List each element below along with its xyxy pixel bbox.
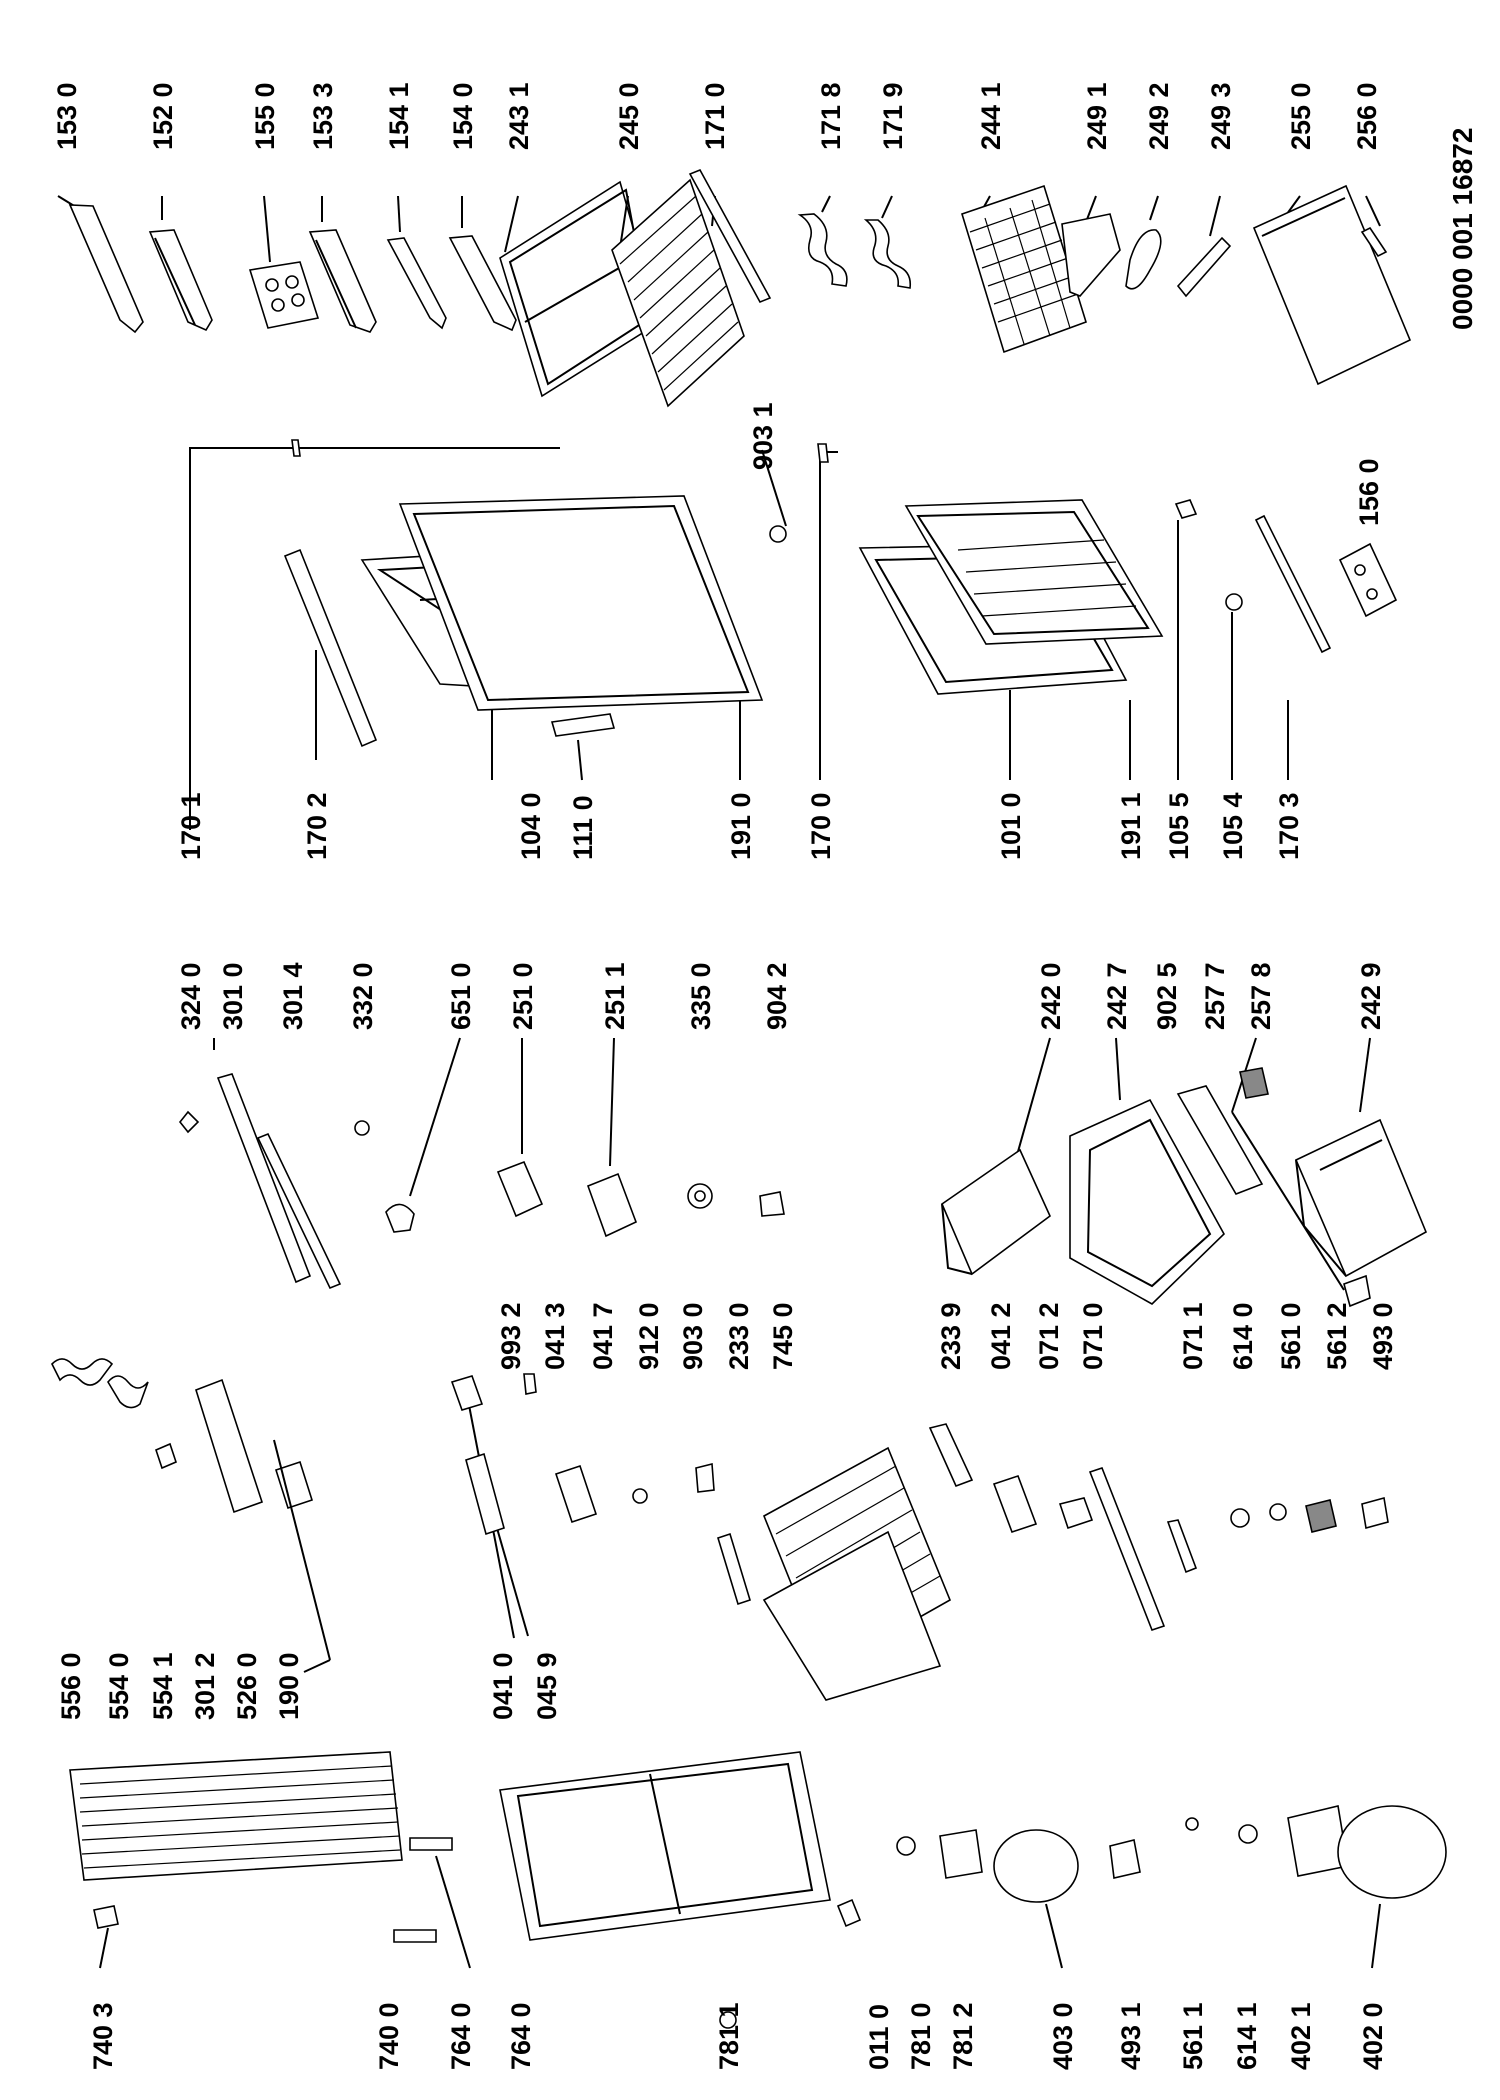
part-label-5260: 526 0 <box>232 1652 262 1720</box>
part-drawings <box>51 168 1447 2029</box>
part-label-1703: 170 3 <box>1274 792 1304 860</box>
part-label-2427: 242 7 <box>1102 962 1132 1030</box>
evaporator-group <box>51 1358 1389 1701</box>
part-label-1540: 154 0 <box>448 82 478 150</box>
part-label-2550: 255 0 <box>1286 82 1316 150</box>
part-label-6510: 651 0 <box>446 962 476 1030</box>
part-label-2441: 244 1 <box>976 82 1006 150</box>
part-label-7403: 740 3 <box>88 2002 118 2070</box>
part-label-0413: 041 3 <box>540 1302 570 1370</box>
part-label-1530: 153 0 <box>52 82 82 150</box>
part-label-1702: 170 2 <box>302 792 332 860</box>
part-label-7811: 781 1 <box>714 2002 744 2070</box>
part-label-2431: 243 1 <box>504 82 534 150</box>
part-label-2339: 233 9 <box>936 1302 966 1370</box>
part-label-2429: 242 9 <box>1356 962 1386 1030</box>
part-label-5560: 556 0 <box>56 1652 86 1720</box>
part-label-0711: 071 1 <box>1178 1302 1208 1370</box>
part-label-3320: 332 0 <box>348 962 378 1030</box>
part-label-3014: 301 4 <box>278 962 308 1030</box>
part-labels: 153 0 152 0 155 0 153 3 154 1 154 0 243 … <box>52 82 1478 2070</box>
part-label-7450: 745 0 <box>768 1302 798 1370</box>
part-label-1533: 153 3 <box>308 82 338 150</box>
part-label-1700: 170 0 <box>806 792 836 860</box>
part-label-7400: 740 0 <box>374 2002 404 2070</box>
part-label-6141: 614 1 <box>1232 2002 1262 2070</box>
part-label-1010: 101 0 <box>996 792 1026 860</box>
bottom-group <box>69 1751 1447 2029</box>
part-label-2577: 257 7 <box>1200 962 1230 1030</box>
part-label-2492: 249 2 <box>1144 82 1174 150</box>
part-label-0459: 045 9 <box>532 1652 562 1720</box>
part-label-9042: 904 2 <box>762 962 792 1030</box>
part-label-3012: 301 2 <box>190 1652 220 1720</box>
part-label-1900: 190 0 <box>274 1652 304 1720</box>
part-label-3240: 324 0 <box>176 962 206 1030</box>
part-label-2560: 256 0 <box>1352 82 1382 150</box>
part-label-4030: 403 0 <box>1048 2002 1078 2070</box>
part-label-1911: 191 1 <box>1116 792 1146 860</box>
part-label-0410: 041 0 <box>488 1652 518 1720</box>
part-label-1710: 171 0 <box>700 82 730 150</box>
part-label-7812: 781 2 <box>948 2002 978 2070</box>
part-label-9030: 903 0 <box>678 1302 708 1370</box>
part-label-5541: 554 1 <box>148 1652 178 1720</box>
drawing-number: 0000 001 16872 <box>1447 128 1478 330</box>
part-label-4930: 493 0 <box>1368 1302 1398 1370</box>
part-label-1718: 171 8 <box>816 82 846 150</box>
part-label-1910: 191 0 <box>726 792 756 860</box>
part-label-2330: 233 0 <box>724 1302 754 1370</box>
part-label-0110: 011 0 <box>864 2004 894 2070</box>
part-label-2450: 245 0 <box>614 82 644 150</box>
part-label-1055: 105 5 <box>1164 792 1194 860</box>
part-label-2420: 242 0 <box>1036 962 1066 1030</box>
part-label-3350: 335 0 <box>686 962 716 1030</box>
part-label-0412: 041 2 <box>986 1302 1016 1370</box>
part-label-1550: 155 0 <box>250 82 280 150</box>
part-label-4020: 402 0 <box>1358 2002 1388 2070</box>
part-label-6140: 614 0 <box>1228 1302 1258 1370</box>
part-label-1719: 171 9 <box>878 82 908 150</box>
part-label-4931: 493 1 <box>1116 2002 1146 2070</box>
part-label-0712: 071 2 <box>1034 1302 1064 1370</box>
part-label-1701: 170 1 <box>176 792 206 860</box>
part-label-1560: 156 0 <box>1354 458 1384 526</box>
part-label-2491: 249 1 <box>1082 82 1112 150</box>
part-label-9120: 912 0 <box>634 1302 664 1370</box>
part-label-1520: 152 0 <box>148 82 178 150</box>
part-label-0417: 041 7 <box>588 1302 618 1370</box>
part-label-1110: 111 0 <box>568 795 598 860</box>
part-label-3010: 301 0 <box>218 962 248 1030</box>
part-label-0710: 071 0 <box>1078 1302 1108 1370</box>
part-label-4021: 402 1 <box>1286 2002 1316 2070</box>
part-label-1040: 104 0 <box>516 792 546 860</box>
part-label-2493: 249 3 <box>1206 82 1236 150</box>
part-label-9025: 902 5 <box>1152 962 1182 1030</box>
part-label-5610: 561 0 <box>1276 1302 1306 1370</box>
part-label-2578: 257 8 <box>1246 962 1276 1030</box>
part-label-5611: 561 1 <box>1178 2002 1208 2070</box>
part-label-2510: 251 0 <box>508 962 538 1030</box>
part-label-9932: 993 2 <box>496 1302 526 1370</box>
doors-group <box>189 439 1398 830</box>
part-label-2511: 251 1 <box>600 962 630 1030</box>
part-label-7810: 781 0 <box>906 2002 936 2070</box>
part-label-7640-a: 764 0 <box>446 2002 476 2070</box>
part-label-1541: 154 1 <box>384 82 414 150</box>
small-parts-group <box>178 1037 1428 1308</box>
top-right-group <box>57 168 1412 408</box>
part-label-1054: 105 4 <box>1218 792 1248 860</box>
part-label-7640-b: 764 0 <box>506 2002 536 2070</box>
part-label-5612: 561 2 <box>1322 1302 1352 1370</box>
part-label-9031: 903 1 <box>748 402 778 470</box>
part-label-5540: 554 0 <box>104 1652 134 1720</box>
